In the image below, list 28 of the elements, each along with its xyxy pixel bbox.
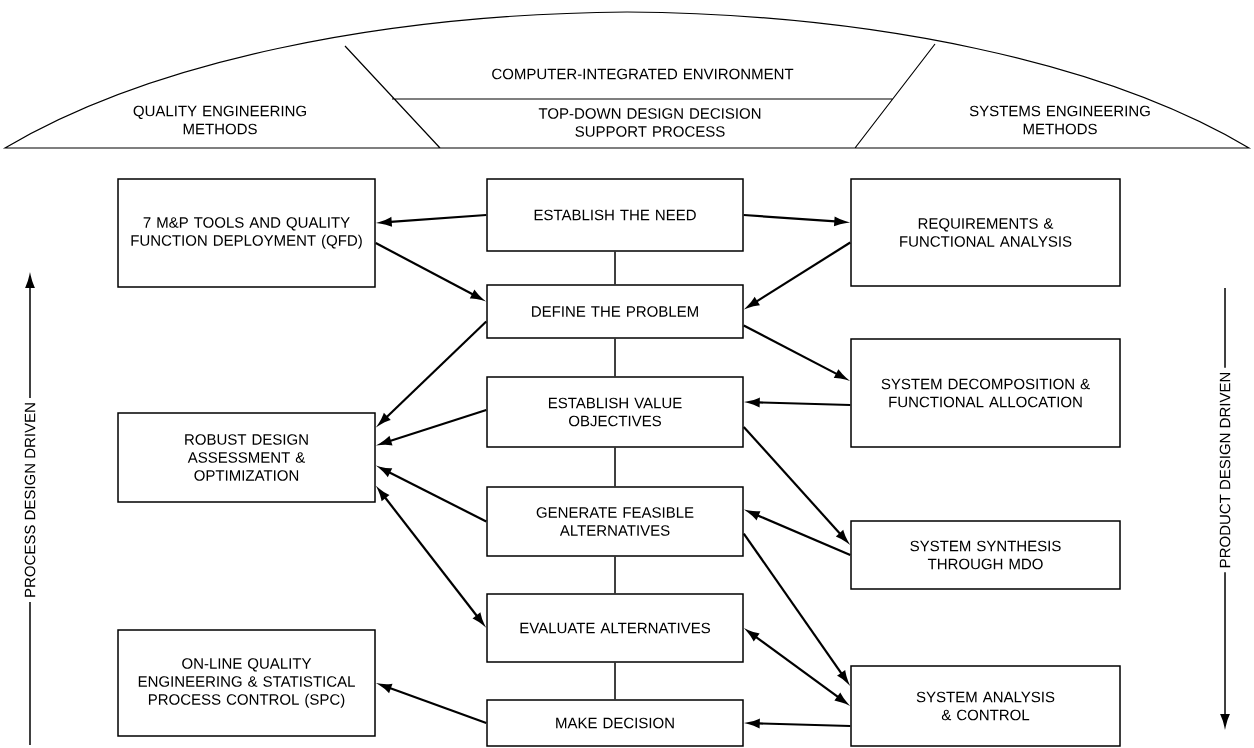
process-box: 7 M&P TOOLS AND QUALITY FUNCTION DEPLOYMENT (QFD) bbox=[117, 178, 376, 288]
process-box: ESTABLISH THE NEED bbox=[486, 178, 744, 252]
process-box: ROBUST DESIGN ASSESSMENT & OPTIMIZATION bbox=[117, 412, 376, 503]
arrow bbox=[378, 320, 487, 425]
process-box: MAKE DECISION bbox=[486, 699, 744, 747]
arrow bbox=[747, 510, 851, 557]
arrow bbox=[377, 488, 485, 625]
process-box: SYSTEM DECOMPOSITION & FUNCTIONAL ALLOCATION bbox=[850, 338, 1121, 448]
process-box: GENERATE FEASIBLE ALTERNATIVES bbox=[486, 486, 744, 557]
side-label: PROCESS DESIGN DRIVEN bbox=[20, 398, 40, 602]
process-box: ESTABLISH VALUE OBJECTIVES bbox=[486, 376, 744, 448]
arrow bbox=[375, 242, 483, 301]
dome-section-label: COMPUTER-INTEGRATED ENVIRONMENT bbox=[492, 68, 794, 80]
arrow bbox=[747, 241, 851, 308]
process-box: REQUIREMENTS & FUNCTIONAL ANALYSIS bbox=[850, 178, 1121, 287]
arrow bbox=[379, 683, 487, 725]
arrow bbox=[379, 408, 487, 446]
side-label: PRODUCT DESIGN DRIVEN bbox=[1215, 367, 1235, 573]
dome-section-label: QUALITY ENGINEERING METHODS bbox=[133, 105, 306, 135]
process-box: EVALUATE ALTERNATIVES bbox=[486, 593, 744, 663]
process-box: DEFINE THE PROBLEM bbox=[486, 284, 744, 339]
dome-section-label: TOP-DOWN DESIGN DECISION SUPPORT PROCESS bbox=[538, 108, 761, 137]
process-box: SYSTEM SYNTHESIS THROUGH MDO bbox=[850, 520, 1121, 590]
arrow bbox=[379, 466, 487, 523]
arrow bbox=[742, 426, 848, 543]
process-box: ON-LINE QUALITY ENGINEERING & STATISTICAL PROCESS CONTROL (SPC) bbox=[117, 629, 376, 737]
dome-section-label: SYSTEMS ENGINEERING METHODS bbox=[969, 105, 1150, 135]
process-box: SYSTEM ANALYSIS & CONTROL bbox=[850, 665, 1121, 747]
